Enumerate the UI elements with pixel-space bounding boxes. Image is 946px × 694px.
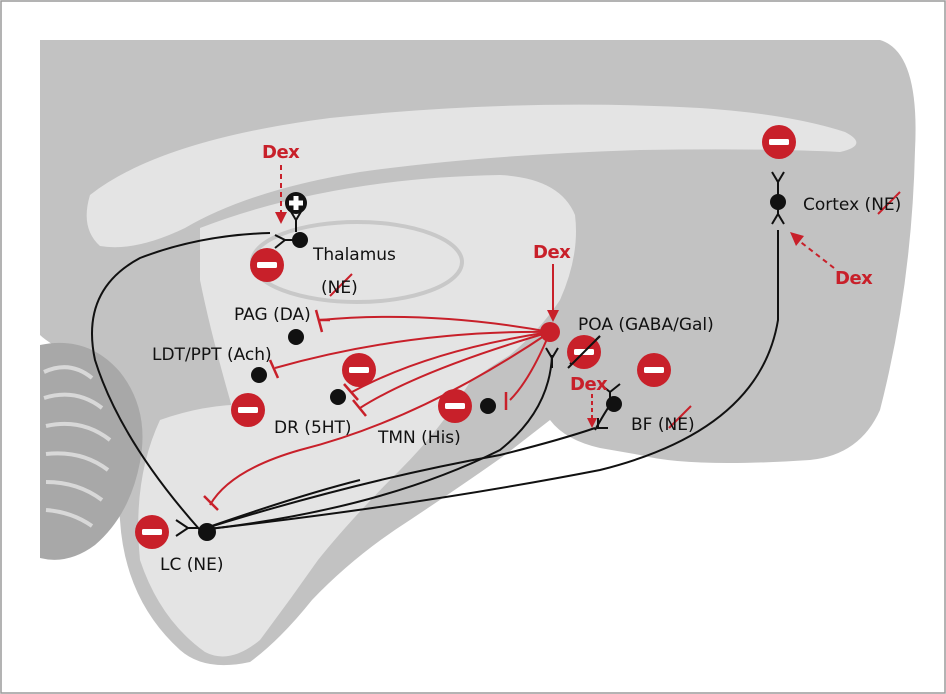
- paren-close: ): [351, 278, 358, 298]
- dex-bf-arrowhead: [587, 418, 597, 428]
- minus-bar: [257, 262, 277, 268]
- minus-bar: [238, 407, 258, 413]
- inhibit-badge-dr: [342, 353, 376, 387]
- lc-to-bf-axon-2: [199, 479, 361, 531]
- thalamus-ne-strike: [329, 273, 353, 297]
- poa-projections: [209, 315, 551, 506]
- inhibit-badge-lc: [135, 515, 169, 549]
- cortex-label: Cortex (NE): [803, 195, 901, 215]
- lc-to-thalamus-axon: [91, 232, 271, 531]
- bf-bottom-synapse: [597, 418, 608, 429]
- lc-projections: [91, 230, 779, 531]
- lc-label: LC (NE): [160, 555, 223, 575]
- dex-cortex-arrowhead: [790, 232, 804, 246]
- cortex-top-synapse: [771, 171, 785, 196]
- bf-label: BF (NE): [631, 415, 695, 435]
- inhibit-badge-thalamus: [250, 248, 284, 282]
- bf-prefix: BF (: [631, 415, 664, 435]
- cortex-ne-strike: [877, 191, 901, 215]
- inhibit-badge-bf: [637, 353, 671, 387]
- inhibit-badge-tmn: [438, 389, 472, 423]
- ldt-terminal: [268, 359, 280, 379]
- inhibit-badge-ldt: [231, 393, 265, 427]
- inhibitory-terminals: [203, 309, 508, 511]
- dex-thalamus-arrowhead: [275, 212, 287, 224]
- poa-to-dr-axon: [351, 331, 551, 393]
- poa-label: POA (GABA/Gal): [578, 315, 714, 335]
- cortex-neuron: [770, 194, 786, 210]
- lc-neuron: [198, 523, 216, 541]
- cortex-ne-text: NE: [871, 195, 894, 215]
- pag-terminal: [314, 309, 330, 333]
- lc-to-poa-axon: [199, 354, 553, 531]
- thalamus-ne-text: NE: [328, 278, 351, 298]
- dr-label: DR (5HT): [274, 418, 352, 438]
- corpus-callosum: [86, 104, 857, 248]
- thalamus-neuron: [292, 232, 308, 248]
- dex-cortex-label: Dex: [835, 268, 873, 289]
- dex-thalamus-label: Dex: [262, 142, 300, 163]
- tmn-neuron: [480, 398, 496, 414]
- dr-terminal-2: [352, 399, 367, 417]
- paren-open: (: [321, 278, 328, 298]
- dex-poa-label: Dex: [533, 242, 571, 263]
- minus-bar: [349, 367, 369, 373]
- bf-neuron: [606, 396, 622, 412]
- thalamus-top-synapse: [289, 209, 303, 232]
- dr-terminal: [343, 383, 359, 401]
- dex-cortex-arrow-line: [797, 239, 835, 269]
- excite-badge-thalamus: [285, 192, 307, 214]
- bf-ne-text: NE: [664, 415, 687, 435]
- minus-bar: [445, 403, 465, 409]
- pag-neuron: [288, 329, 304, 345]
- minus-bar: [644, 367, 664, 373]
- ldt-ppt-label: LDT/PPT (Ach): [152, 345, 272, 365]
- dex-arrows: [275, 165, 835, 428]
- inhibit-badge-cortex: [762, 125, 796, 159]
- lc-terminal: [203, 495, 219, 511]
- lc-to-bf-axon: [199, 427, 596, 531]
- cerebellum: [40, 342, 143, 560]
- paren-close: ): [688, 415, 695, 435]
- ne-strikethroughs: [329, 191, 901, 429]
- thalamus-ne-label: (NE): [321, 278, 358, 298]
- poa-to-ldt-axon: [274, 330, 551, 369]
- lc-synapse: [175, 519, 198, 537]
- lc-to-cortex-axon: [199, 230, 779, 531]
- poa-neuron: [540, 322, 560, 342]
- poa-badge-slash: [567, 335, 601, 369]
- bf-ne-strike: [668, 405, 692, 429]
- brainstem: [138, 382, 470, 657]
- paren-close: ): [895, 195, 902, 215]
- poa-to-lc-axon: [209, 331, 551, 506]
- cerebellum-folds: [43, 365, 112, 528]
- poa-synapse: [545, 347, 559, 368]
- dex-poa-arrowhead: [547, 310, 559, 322]
- minus-bar: [142, 529, 162, 535]
- plus-v: [293, 196, 299, 210]
- thalamus-label: Thalamus: [312, 245, 396, 265]
- tmn-label: TMN (His): [377, 428, 461, 448]
- poa-to-dr-axon-2: [359, 331, 551, 409]
- pag-label: PAG (DA): [234, 305, 311, 325]
- dr-neuron: [330, 389, 346, 405]
- cortex-prefix: Cortex (: [803, 195, 871, 215]
- minus-bar: [769, 139, 789, 145]
- poa-to-pag-axon: [319, 315, 551, 333]
- ldt-neuron: [251, 367, 267, 383]
- dex-bf-label: Dex: [570, 374, 608, 395]
